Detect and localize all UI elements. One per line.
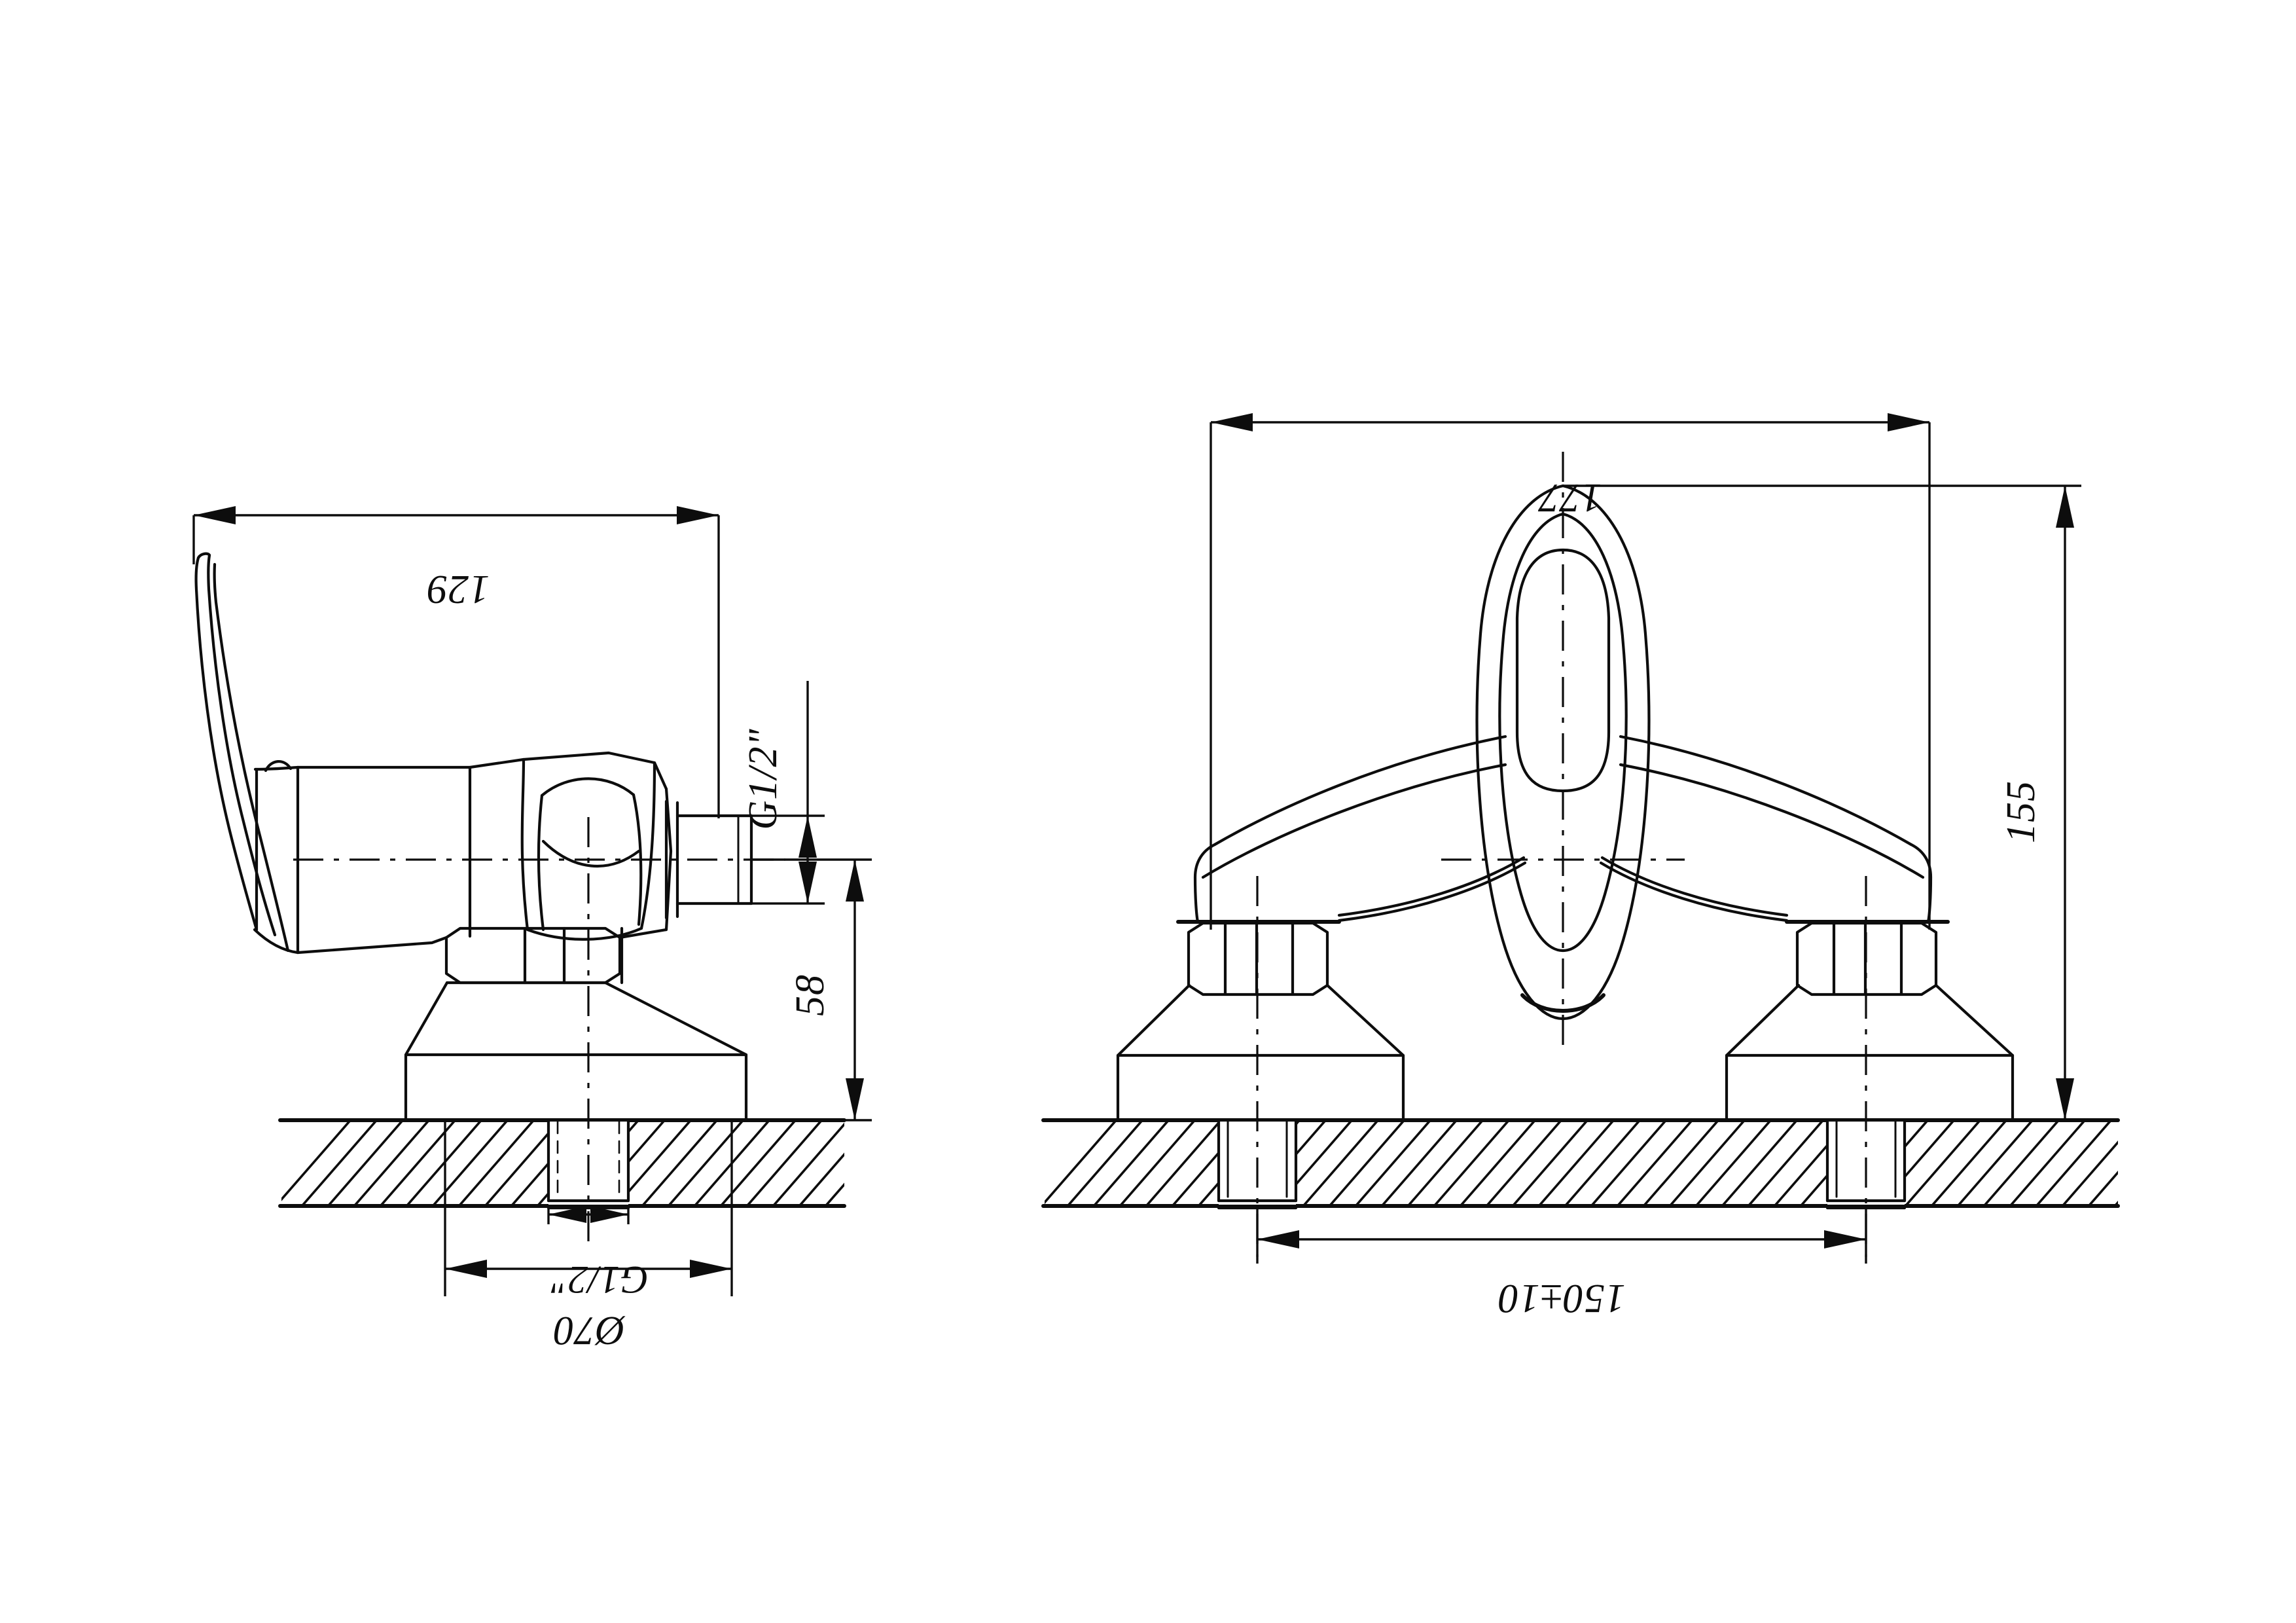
spout-side bbox=[194, 552, 290, 953]
dimension-label-177: 177 bbox=[1537, 475, 1602, 520]
dimension-label-58: 58 bbox=[788, 974, 833, 1016]
inlet-shank-side bbox=[547, 1118, 630, 1210]
hex-nut-front-left bbox=[1176, 920, 1341, 996]
valve-body-side bbox=[296, 751, 673, 955]
escutcheon-front-right bbox=[1725, 983, 2015, 1122]
inlet-shank-front-left bbox=[1217, 1118, 1298, 1210]
dimension-g12-inlet: G1/2" bbox=[547, 1206, 649, 1302]
dimension-58: 58 bbox=[751, 858, 872, 1122]
dimension-177: 177 bbox=[1210, 413, 1931, 930]
dimension-g12-outlet: G1/2" bbox=[741, 681, 825, 905]
dimension-label-d70: Ø70 bbox=[553, 1308, 626, 1353]
dimension-label-129: 129 bbox=[427, 567, 490, 611]
spout-collar-side bbox=[253, 760, 300, 955]
side-view: 129 G1/2" 58 bbox=[192, 506, 872, 1353]
dimension-label-150-pm-10: 150±10 bbox=[1498, 1276, 1625, 1321]
escutcheon-side bbox=[404, 981, 748, 1122]
escutcheon-front-left bbox=[1116, 983, 1405, 1122]
dimension-label-g12-inlet: G1/2" bbox=[550, 1258, 649, 1302]
centre-lines-front bbox=[1256, 452, 1867, 1257]
hex-nut-side bbox=[444, 926, 624, 985]
deck-hatch-front bbox=[1041, 1118, 2120, 1208]
mixer-body-front bbox=[1193, 735, 1933, 924]
dimension-155: 155 bbox=[1563, 484, 2081, 1122]
centre-lines-side bbox=[293, 817, 785, 1244]
front-view: 177 155 150±10 bbox=[1041, 413, 2120, 1321]
hex-nut-front-right bbox=[1785, 920, 1950, 996]
dimension-label-g12-outlet: G1/2" bbox=[741, 728, 785, 830]
dimension-label-155: 155 bbox=[1999, 780, 2043, 843]
dimension-129: 129 bbox=[192, 506, 720, 818]
dimension-d70: Ø70 bbox=[444, 1120, 733, 1353]
dimension-150-pm-10: 150±10 bbox=[1256, 1208, 1867, 1321]
